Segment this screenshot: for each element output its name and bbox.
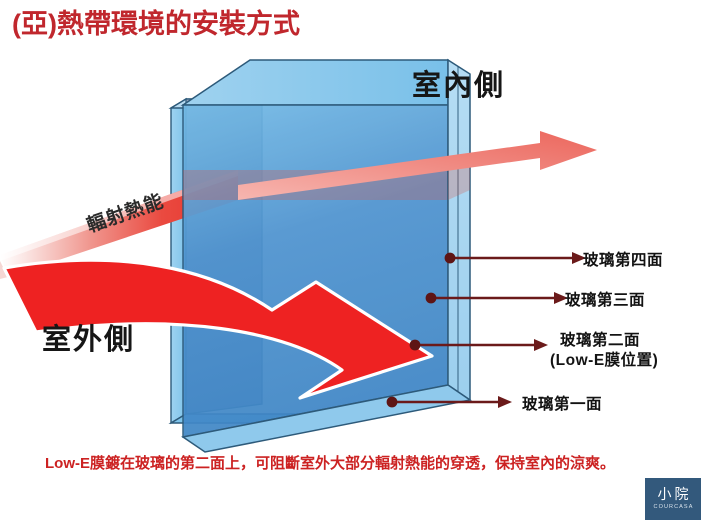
leader-label-glass-surface-4: 玻璃第四面 (583, 252, 664, 269)
label-indoor-side: 室內側 (412, 70, 506, 102)
leader-line-0 (444, 252, 586, 264)
leader-label-glass-surface-2: 玻璃第二面 (Low-E膜位置) (550, 331, 658, 371)
blocked-heat-arrow (2, 258, 434, 400)
leader-label-glass-surface-3: 玻璃第三面 (565, 292, 646, 309)
blocked-arrow-shape (2, 258, 434, 400)
transmitted-heat-arrow (238, 131, 597, 200)
leader-line-3 (386, 396, 512, 408)
exit-arrow-shape (238, 131, 597, 200)
front-pane-top-face (180, 59, 449, 106)
front-glass-pane (180, 59, 449, 438)
front-pane-right-slab (447, 58, 471, 402)
front-pane-thickness (447, 58, 471, 402)
leader-lines-group (386, 252, 586, 408)
leader-line-2 (409, 339, 548, 351)
label-outdoor-side: 室外側 (42, 324, 136, 356)
logo-text-en: COURCASA (653, 504, 694, 511)
leader-label-glass-surface-2-main: 玻璃第二面 (560, 332, 641, 349)
page-title: (亞)熱帶環境的安裝方式 (12, 9, 300, 39)
logo-text-cn: 小院 (657, 486, 692, 503)
beam-top-highlight (0, 170, 238, 261)
leader-line-1 (425, 292, 568, 304)
leader-label-glass-surface-1: 玻璃第一面 (522, 396, 603, 413)
leader-label-lowe-position: (Low-E膜位置) (550, 352, 659, 370)
courcasa-logo: 小院 COURCASA (645, 478, 701, 520)
caption-text: Low-E膜鍍在玻璃的第二面上，可阻斷室外大部分輻射熱能的穿透，保持室內的涼爽。 (45, 455, 615, 472)
